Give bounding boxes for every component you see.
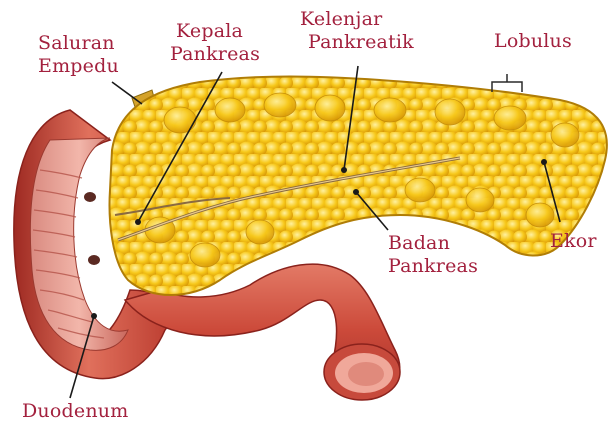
- label-kelenjar-pankreatik: Kelenjar Pankreatik: [300, 8, 414, 54]
- label-badan-pankreas-line1: Badan: [388, 232, 478, 255]
- label-kepala-pankreas-line1: Kepala: [170, 20, 260, 43]
- label-badan-pankreas-line2: Pankreas: [388, 255, 478, 278]
- label-lobulus-text: Lobulus: [494, 30, 572, 53]
- lobulus-bracket: [492, 74, 522, 92]
- label-kepala-pankreas-line2: Pankreas: [170, 43, 260, 66]
- label-saluran-empedu-line1: Saluran: [38, 32, 119, 55]
- label-kepala-pankreas: Kepala Pankreas: [170, 20, 260, 66]
- duct-opening-upper: [84, 192, 96, 202]
- label-ekor-text: Ekor: [550, 230, 597, 253]
- label-saluran-empedu-line2: Empedu: [38, 55, 119, 78]
- label-kelenjar-pankreatik-line2: Pankreatik: [300, 31, 414, 54]
- label-badan-pankreas: Badan Pankreas: [388, 232, 478, 278]
- label-ekor: Ekor: [550, 230, 597, 253]
- label-saluran-empedu: Saluran Empedu: [38, 32, 119, 78]
- duct-opening-lower: [88, 255, 100, 265]
- label-lobulus: Lobulus: [494, 30, 572, 53]
- label-kelenjar-pankreatik-line1: Kelenjar: [300, 8, 414, 31]
- label-duodenum-text: Duodenum: [22, 400, 128, 423]
- label-duodenum: Duodenum: [22, 400, 128, 423]
